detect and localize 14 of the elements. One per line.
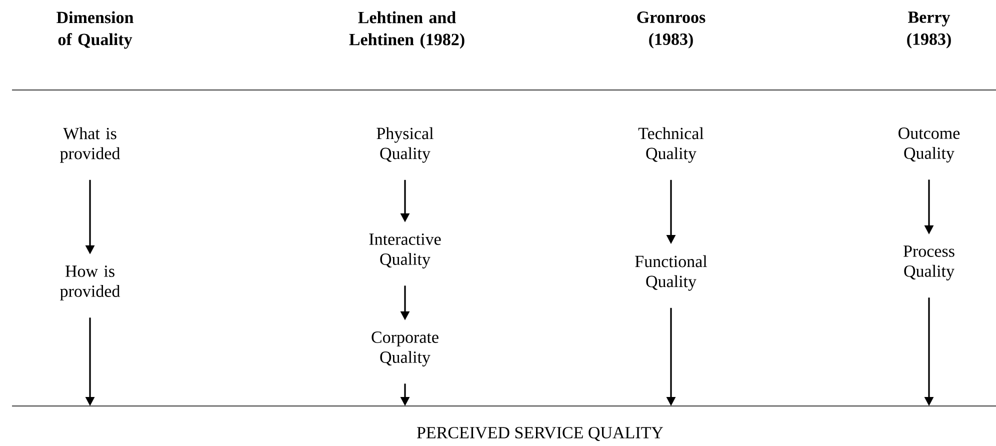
quality-label: Interactive Quality (369, 234, 441, 268)
quality-label: Functional Quality (635, 255, 708, 291)
result-band: PERCEIVED SERVICE QUALITY (12, 406, 996, 441)
quality-label: Technical Quality (638, 127, 704, 163)
column-heading: Lehtinen and Lehtinen (1982) (349, 11, 464, 49)
quality-label: How is provided (60, 266, 120, 300)
column-heading: Gronroos (1983) (637, 12, 706, 48)
quality-label: Physical Quality (376, 127, 434, 163)
column-heading: Dimension of Quality (56, 11, 134, 49)
quality-label: What is provided (60, 127, 120, 163)
quality-label: Corporate Quality (372, 332, 438, 366)
quality-label: Process Quality (904, 246, 954, 280)
column-heading: Berry (1983) (907, 12, 951, 48)
quality-label: Outcome Quality (898, 128, 960, 162)
